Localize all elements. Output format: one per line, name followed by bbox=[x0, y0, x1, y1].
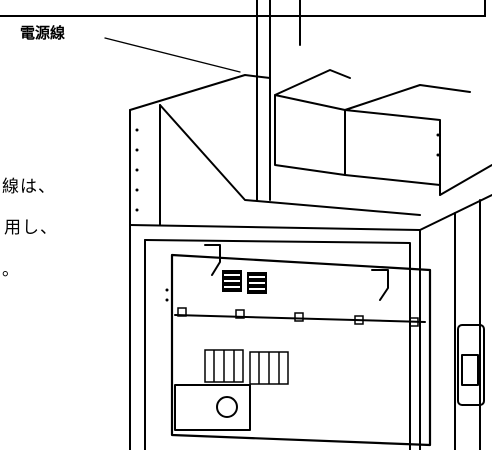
instruction-line-2: 用し、 bbox=[4, 218, 58, 238]
control-panel bbox=[170, 253, 432, 447]
latch-hook-right bbox=[371, 269, 389, 301]
instruction-line-1: 線は、 bbox=[2, 177, 56, 197]
latch-hook-left bbox=[204, 244, 221, 276]
power-cable-callout-label: 電源線 bbox=[20, 24, 66, 42]
terminal-box bbox=[174, 384, 251, 431]
cabinet-top-edge bbox=[129, 74, 271, 111]
front-cabinet bbox=[129, 224, 421, 450]
upper-box bbox=[274, 94, 346, 176]
instruction-line-3: 。 bbox=[2, 260, 20, 280]
top-callout-frame bbox=[0, 0, 486, 17]
callout-leader-line bbox=[104, 37, 241, 73]
side-controller bbox=[457, 324, 485, 406]
